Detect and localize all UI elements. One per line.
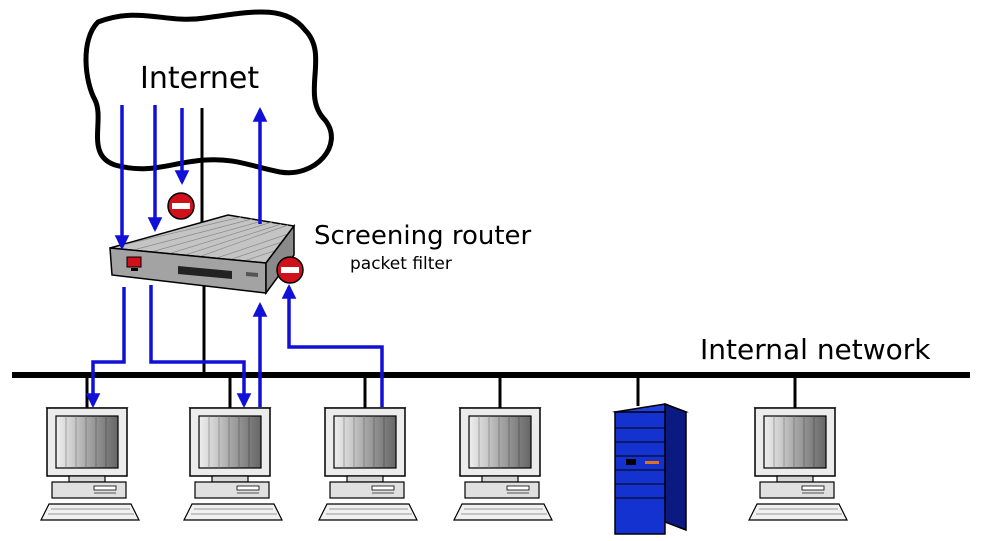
workstation-icon-5 bbox=[748, 407, 848, 521]
workstation-icon-2 bbox=[183, 407, 283, 521]
no-entry-icon-inbound bbox=[167, 192, 195, 220]
cloud-icon bbox=[83, 9, 334, 176]
router-sublabel: packet filter bbox=[350, 254, 452, 274]
internet-label: Internet bbox=[140, 61, 260, 96]
host-drops bbox=[85, 375, 797, 410]
delivery-arrow-workstation-1 bbox=[85, 287, 126, 408]
outbound-blocked-arrow bbox=[281, 284, 384, 407]
workstation-icon-4 bbox=[453, 407, 553, 521]
no-entry-icon-outbound bbox=[276, 256, 304, 284]
delivery-arrow-workstation-2 bbox=[149, 285, 252, 408]
workstation-icon-1 bbox=[40, 407, 140, 521]
workstation-icon-3 bbox=[318, 407, 418, 521]
router-icon bbox=[109, 214, 296, 296]
tower-server-icon bbox=[612, 402, 689, 535]
router-label: Screening router bbox=[314, 221, 532, 251]
network-label: Internal network bbox=[700, 333, 931, 366]
traffic-flows bbox=[85, 105, 384, 408]
